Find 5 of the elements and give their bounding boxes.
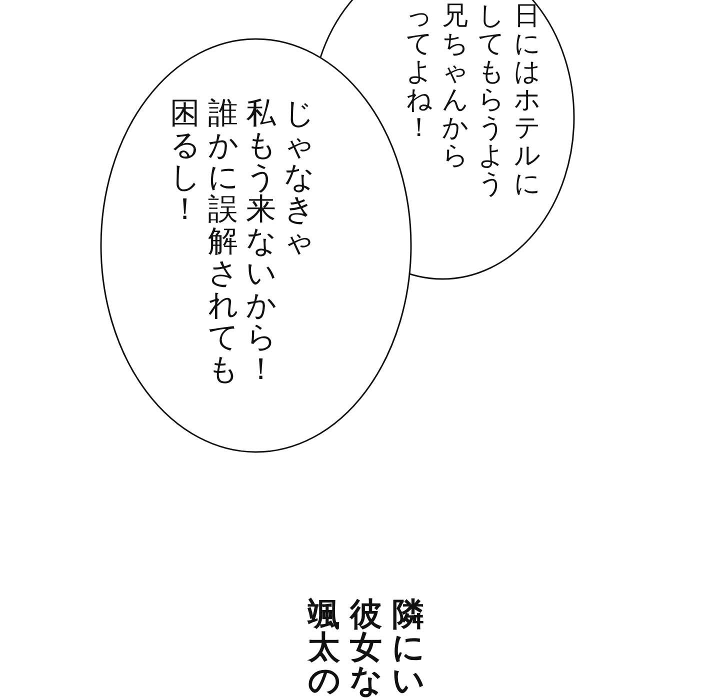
caption-text: 隣にい [392, 598, 424, 697]
caption-text: 颯太の [308, 598, 340, 697]
dialogue-text: 日にはホテルにしてもらうよう兄ちゃんからってよね！ [405, 2, 540, 198]
dialogue-text: じゃなきゃ私もう来ないから！誰かに誤解されても困るし！ [169, 98, 314, 386]
caption-text: 彼女な [350, 598, 382, 697]
